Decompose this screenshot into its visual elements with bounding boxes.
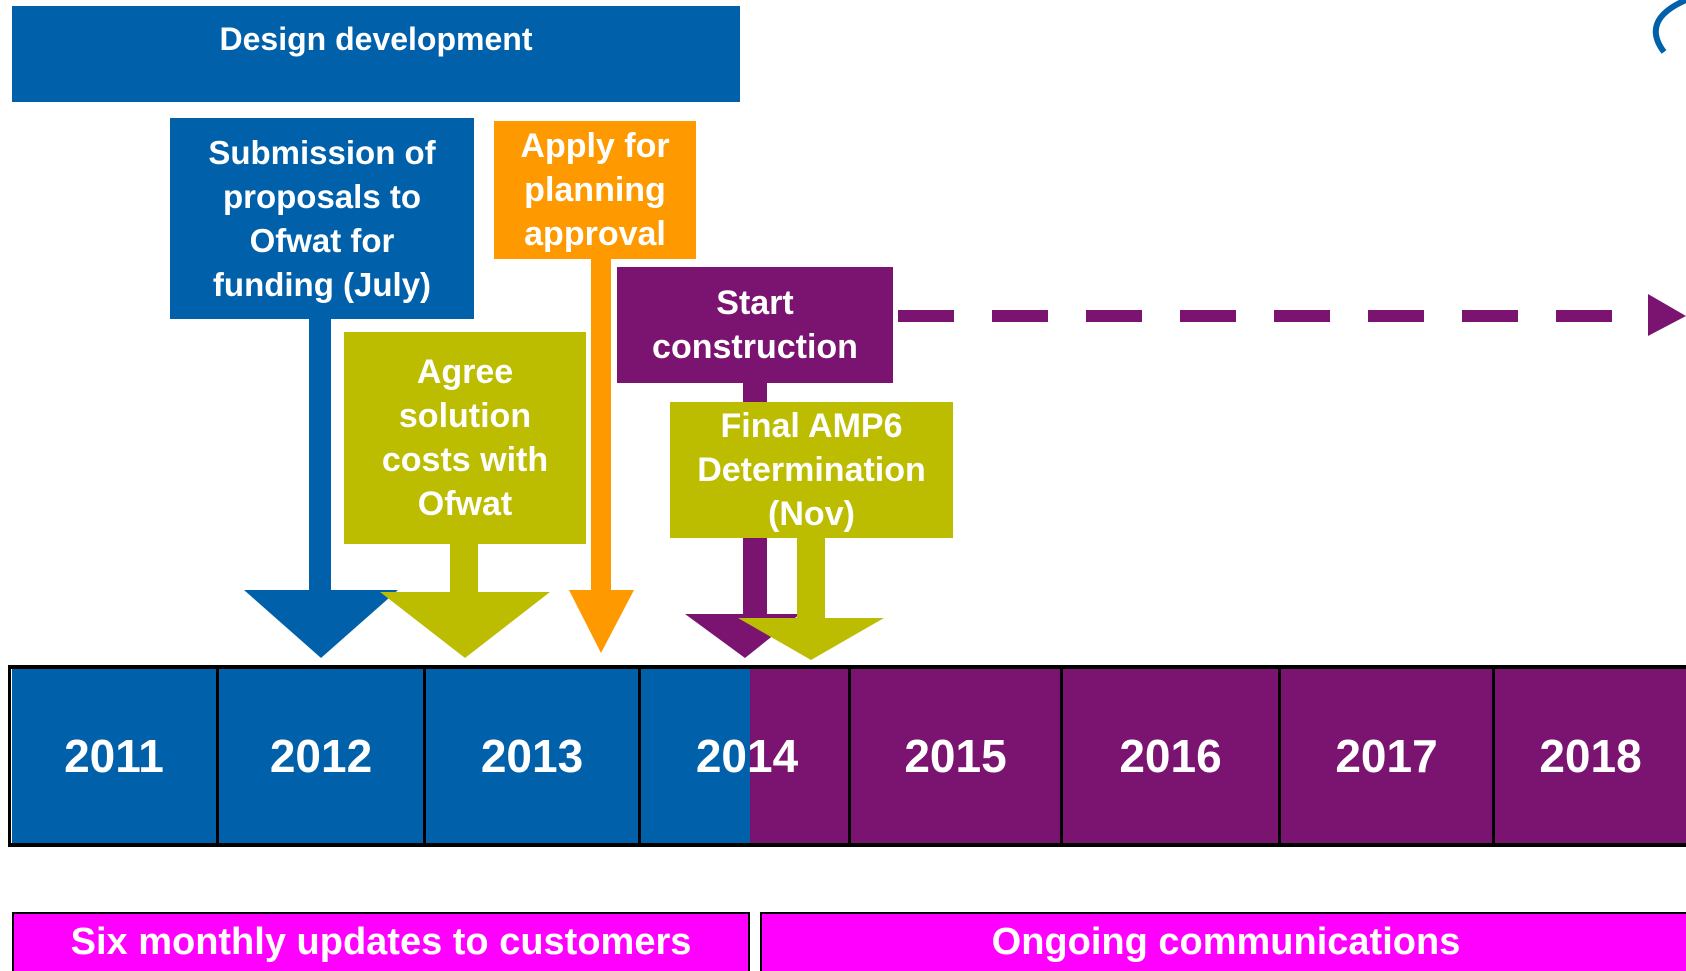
planning-line: approval xyxy=(524,215,666,253)
agree-line: costs with xyxy=(381,441,549,479)
timeline-divider xyxy=(1492,665,1495,847)
timeline-divider xyxy=(848,665,851,847)
year-2012: 2012 xyxy=(269,729,373,782)
submission-milestone: Submission of proposals to Ofwat for fun… xyxy=(170,118,474,319)
submission-line: Submission of xyxy=(208,133,436,171)
construction-line: construction xyxy=(652,328,858,366)
six-monthly-updates-label: Six monthly updates to customers xyxy=(70,920,692,963)
agree-line: Ofwat xyxy=(417,485,513,523)
agree-costs-milestone: Agree solution costs with Ofwat xyxy=(344,332,586,544)
planning-line: Apply for xyxy=(520,127,670,165)
year-2017: 2017 xyxy=(1335,729,1438,782)
amp6-line: (Nov) xyxy=(768,495,855,533)
year-2014: 2014 xyxy=(695,729,799,782)
amp6-arrow-head xyxy=(738,618,884,660)
logo-arc-icon xyxy=(1652,0,1686,54)
submission-arrow-head xyxy=(244,590,398,658)
planning-arrow-head xyxy=(569,590,634,653)
year-2013: 2013 xyxy=(480,729,584,782)
planning-line: planning xyxy=(524,171,666,209)
agree-arrow-head xyxy=(380,592,550,658)
year-timeline xyxy=(8,665,1686,847)
timeline-divider xyxy=(216,665,219,847)
year-2011: 2011 xyxy=(64,729,164,782)
submission-line: Ofwat for xyxy=(249,221,395,259)
timeline-divider xyxy=(1060,665,1063,847)
design-development-bar: Design development xyxy=(12,6,740,102)
planning-arrow-shaft xyxy=(591,258,611,592)
amp6-line: Final AMP6 xyxy=(720,407,903,445)
timeline-late-bg xyxy=(750,669,1686,843)
agree-line: solution xyxy=(398,397,532,435)
ongoing-communications-label: Ongoing communications xyxy=(991,920,1461,963)
submission-line: proposals to xyxy=(222,177,422,215)
submission-arrow-shaft xyxy=(309,318,331,590)
timeline-divider xyxy=(8,665,11,847)
construction-dashed-arrow-head xyxy=(1648,294,1686,336)
year-2015: 2015 xyxy=(904,729,1007,782)
ongoing-communications-bar: Ongoing communications xyxy=(760,912,1686,971)
construction-line: Start xyxy=(716,284,794,322)
amp6-line: Determination xyxy=(697,451,926,489)
planning-approval-milestone: Apply for planning approval xyxy=(494,121,696,259)
timeline-early-bg xyxy=(12,669,750,843)
agree-arrow-shaft xyxy=(450,542,478,594)
amp6-arrow-shaft xyxy=(797,537,825,619)
year-2018: 2018 xyxy=(1539,729,1642,782)
design-development-label: Design development xyxy=(219,21,533,57)
start-construction-milestone: Start construction xyxy=(617,267,893,383)
submission-line: funding (July) xyxy=(212,265,432,303)
year-2016: 2016 xyxy=(1119,729,1222,782)
timeline-divider xyxy=(423,665,426,847)
amp6-determination-milestone: Final AMP6 Determination (Nov) xyxy=(670,402,953,538)
timeline-divider xyxy=(1278,665,1281,847)
timeline-divider xyxy=(638,665,641,847)
agree-line: Agree xyxy=(416,353,514,391)
six-monthly-updates-bar: Six monthly updates to customers xyxy=(12,912,750,971)
